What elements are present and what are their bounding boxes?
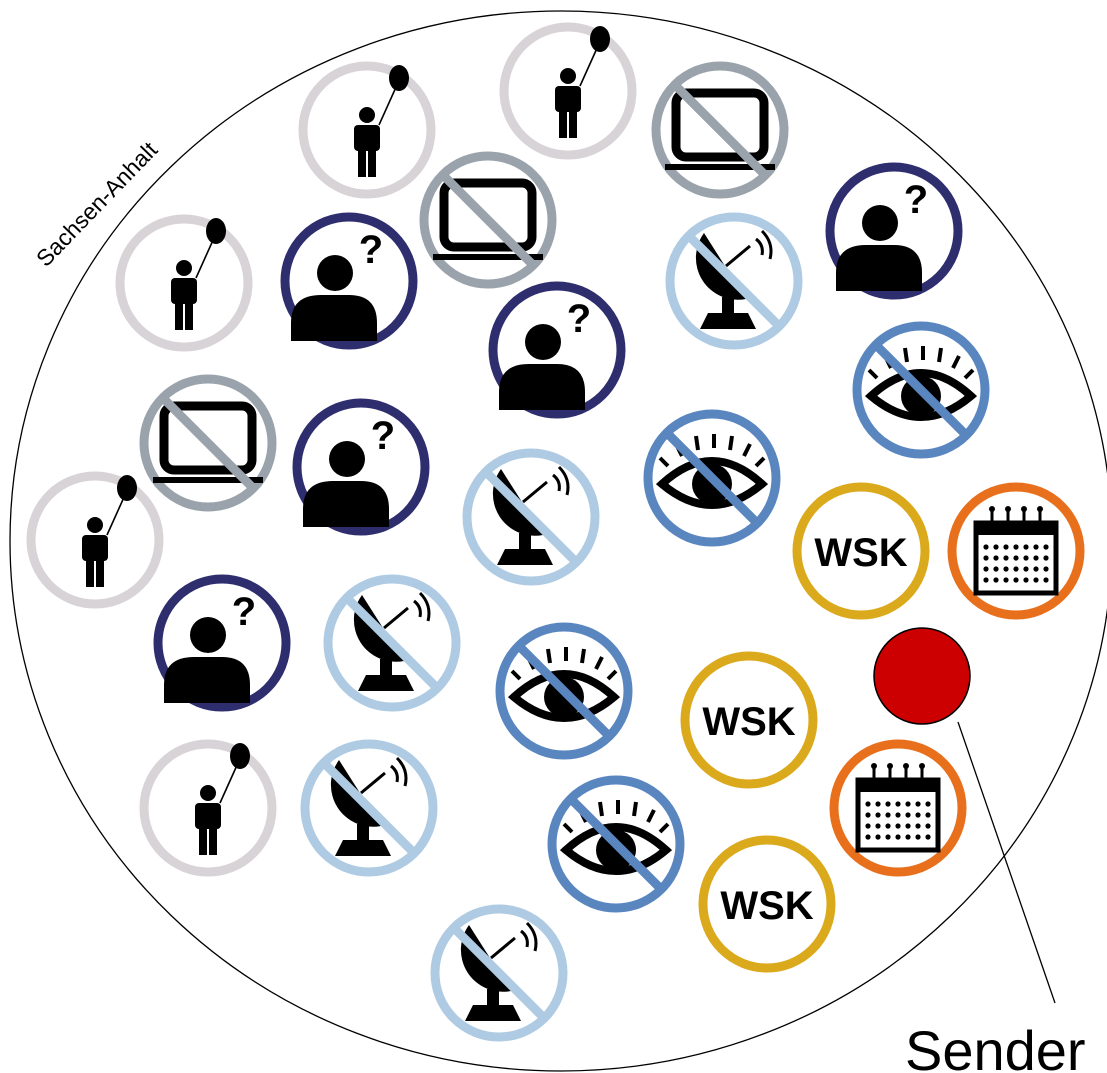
no-satellite-dish-icon [300,739,438,877]
marker-layer: WSK WSK WSK [26,22,1085,1042]
prohibition-slash [343,594,441,692]
sender-dot [873,627,971,725]
prohibition-slash [663,429,761,527]
wsk-label: WSK [814,531,907,575]
child-with-balloon-icon [499,22,637,160]
child-with-balloon-icon [26,471,164,609]
no-tv-icon [139,374,277,512]
wsk-label: WSK [702,700,795,744]
wsk-badge-icon: WSK [792,482,930,620]
person-question-icon [825,162,963,300]
prohibition-slash [515,642,613,740]
wsk-badge-icon: WSK [680,651,818,789]
prohibition-slash [685,232,783,330]
no-eye-icon [547,775,685,913]
prohibition-slash [482,468,580,566]
prohibition-slash [671,81,769,179]
prohibition-slash [159,394,257,492]
calendar-icon [947,482,1085,620]
prohibition-slash [320,759,418,857]
child-with-balloon-icon [298,61,436,199]
wsk-badge-icon: WSK [698,835,836,973]
sender-label: Sender [905,1019,1086,1073]
wsk-label: WSK [720,884,813,928]
child-with-balloon-icon [115,214,253,352]
person-question-icon [153,574,291,712]
prohibition-slash [439,171,537,269]
no-satellite-dish-icon [323,574,461,712]
no-satellite-dish-icon [430,904,568,1042]
child-with-balloon-icon [139,739,277,877]
no-tv-icon [419,151,557,289]
prohibition-slash [567,795,665,893]
no-satellite-dish-icon [462,448,600,586]
no-eye-icon [852,321,990,459]
no-eye-icon [643,409,781,547]
no-tv-icon [651,61,789,199]
person-question-icon [280,212,418,350]
calendar-icon [829,739,967,877]
prohibition-slash [450,924,548,1022]
prohibition-slash [872,341,970,439]
person-question-icon [488,281,626,419]
no-satellite-dish-icon [665,212,803,350]
sender-leader-line [957,721,1056,1004]
region-boundary [9,10,1107,1072]
person-question-icon [292,398,430,536]
no-eye-icon [495,622,633,760]
